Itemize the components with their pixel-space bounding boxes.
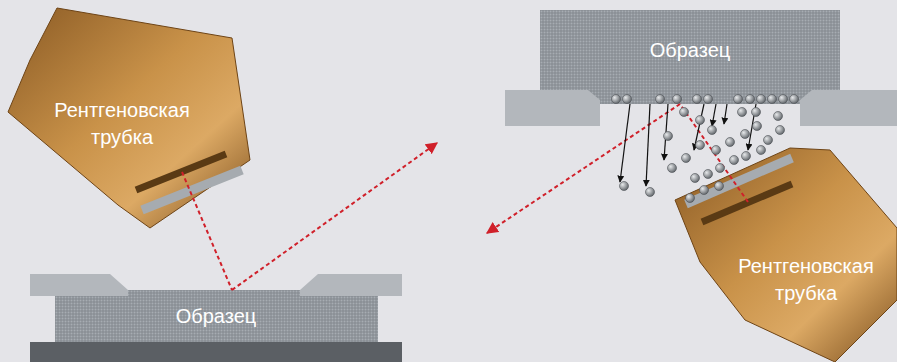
base-plate xyxy=(30,342,402,362)
particle xyxy=(716,164,725,173)
tube-body xyxy=(8,8,250,228)
particle xyxy=(612,95,621,104)
particle xyxy=(656,95,665,104)
particle xyxy=(646,188,655,197)
tube-window xyxy=(142,170,242,210)
particle xyxy=(668,164,677,173)
particle xyxy=(673,95,682,104)
motion-arrow xyxy=(620,104,630,182)
particle xyxy=(708,126,717,135)
particle xyxy=(757,146,766,155)
particle xyxy=(620,182,629,191)
particle xyxy=(686,194,695,203)
particle xyxy=(726,138,735,147)
sample: Образец xyxy=(55,290,378,342)
node-label: Образец xyxy=(590,37,790,64)
particle xyxy=(779,95,788,104)
particle xyxy=(741,130,750,139)
particle xyxy=(790,95,799,104)
node-label: Образец xyxy=(116,303,316,330)
sample-holder xyxy=(800,90,897,126)
particle xyxy=(746,95,755,104)
x-ray-beam xyxy=(680,104,748,202)
tube-window xyxy=(686,158,792,204)
particle xyxy=(623,95,632,104)
reflected-ray xyxy=(232,143,437,290)
particle xyxy=(757,95,766,104)
particle xyxy=(691,174,700,183)
anode-target xyxy=(702,184,792,222)
particle xyxy=(752,108,761,117)
x-ray-beam xyxy=(182,172,232,290)
particle xyxy=(734,95,743,104)
particle xyxy=(664,132,673,141)
particle xyxy=(682,154,691,163)
particle xyxy=(753,122,762,131)
particle xyxy=(715,182,724,191)
particle xyxy=(704,170,713,179)
tube-body xyxy=(675,148,897,362)
particle xyxy=(680,108,689,117)
particle xyxy=(712,146,721,155)
particle-group xyxy=(612,95,799,203)
particle xyxy=(704,95,713,104)
particle xyxy=(776,126,785,135)
particle xyxy=(774,112,783,121)
sample: Образец xyxy=(540,10,840,104)
sample-holder xyxy=(30,274,128,296)
motion-arrow xyxy=(724,104,727,124)
particle xyxy=(742,152,751,161)
reflected-ray xyxy=(487,104,680,233)
x-ray-tube: Рентгеновская трубка xyxy=(5,5,255,237)
motion-arrow xyxy=(646,104,650,186)
node-label: Рентгеновская трубка xyxy=(37,97,207,151)
motion-arrow xyxy=(694,104,704,150)
particle xyxy=(768,95,777,104)
node-label: Рентгеновская трубка xyxy=(721,253,891,307)
sample-holder xyxy=(300,274,402,296)
particle xyxy=(700,186,709,195)
particle xyxy=(696,141,705,150)
motion-arrow xyxy=(712,104,716,126)
particle xyxy=(764,136,773,145)
sample-holder xyxy=(505,90,600,126)
particle xyxy=(730,156,739,165)
particle xyxy=(696,116,705,125)
particle xyxy=(738,108,747,117)
particle xyxy=(693,95,702,104)
